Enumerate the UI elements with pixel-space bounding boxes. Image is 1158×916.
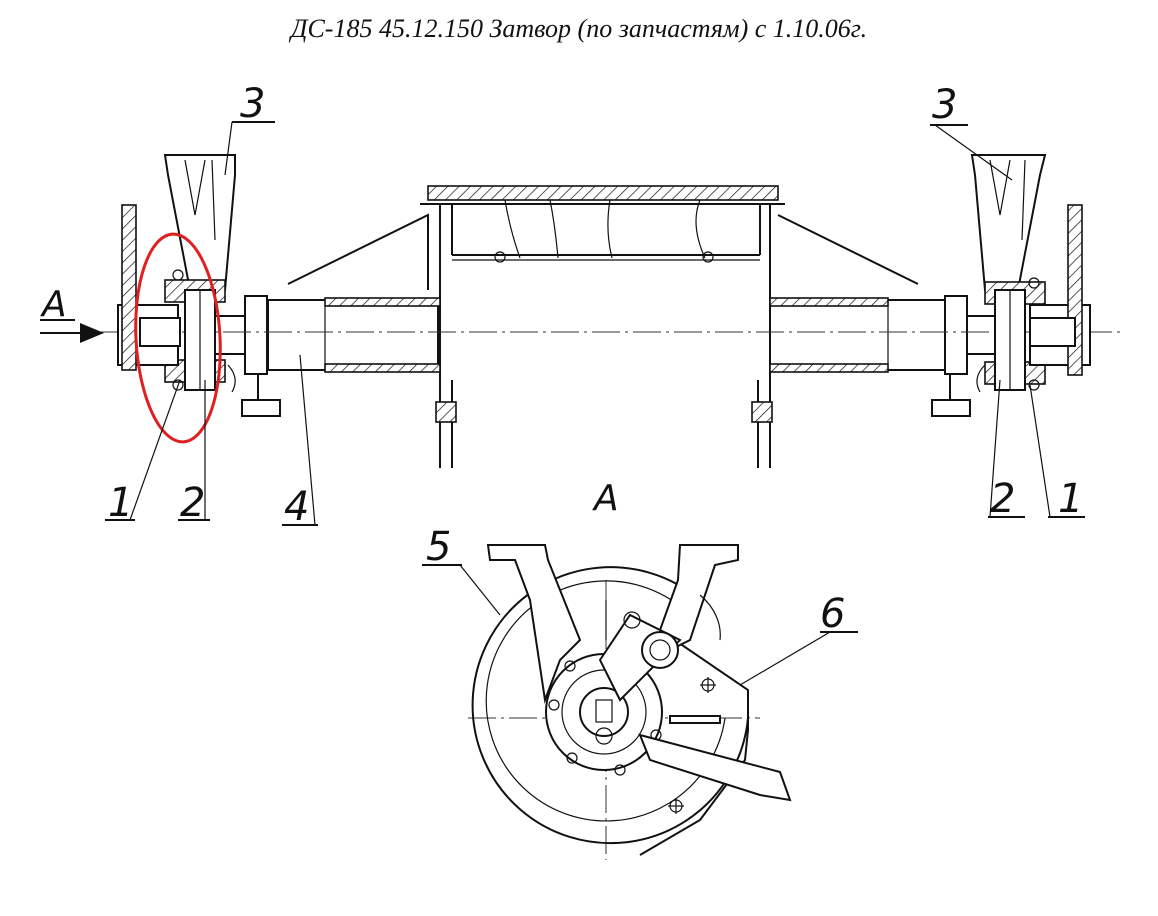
view-arrow: А — [40, 284, 104, 343]
drawing-title: ДС-185 45.12.150 Затвор (по запчастям) с… — [290, 14, 868, 43]
callouts-top: 1 2 3 4 2 1 3 — [105, 81, 1085, 530]
callouts-view-a: 5 6 — [422, 524, 858, 686]
callout-left-3: 3 — [240, 81, 265, 127]
highlight-ellipse — [134, 232, 222, 444]
callout-view-5: 5 — [426, 524, 451, 570]
callout-shaft-4: 4 — [284, 484, 309, 530]
callout-view-6: 6 — [820, 591, 845, 637]
callout-right-3: 3 — [932, 82, 957, 128]
gate-body — [287, 185, 919, 468]
callout-right-2: 2 — [990, 476, 1015, 522]
arrow-label: А — [40, 284, 67, 325]
callout-right-1: 1 — [1058, 476, 1083, 522]
shaft — [209, 295, 1003, 417]
callout-left-2: 2 — [180, 480, 205, 526]
view-a-drawing — [468, 544, 792, 860]
right-bearing-assembly — [970, 154, 1091, 393]
view-label: А — [592, 478, 619, 519]
callout-left-1: 1 — [108, 480, 133, 526]
left-bearing-assembly — [117, 154, 236, 393]
